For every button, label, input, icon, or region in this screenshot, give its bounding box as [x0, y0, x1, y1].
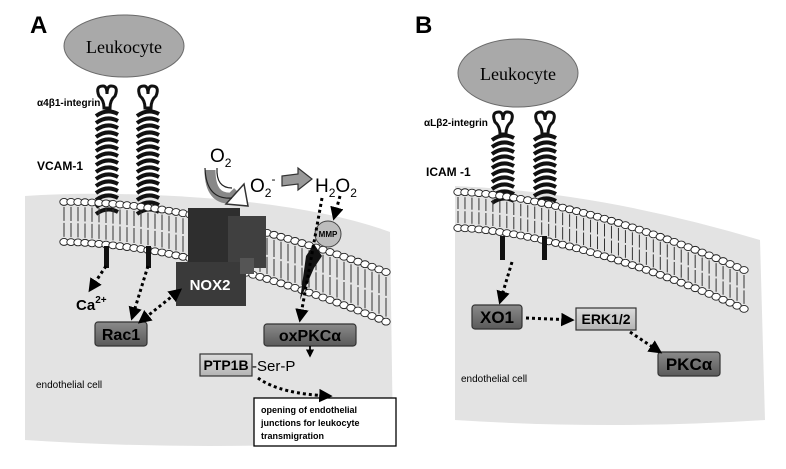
arrow-h2o2-to-mmp [330, 195, 344, 221]
h2o2-label: H2O2 [315, 176, 357, 200]
panel-a-cell-label: endothelial cell [36, 380, 102, 391]
xo1-box [471, 304, 523, 330]
pkc-label: PKCα [666, 355, 713, 374]
panel-b-signal-arrows [496, 261, 663, 354]
panel-b-stem-right [542, 236, 547, 260]
pkc-box [657, 351, 721, 377]
oxpkc-label: oxPKCα [279, 328, 341, 345]
arrow-rac1-nox2 [137, 288, 183, 324]
arrow-erk-to-pkc [629, 330, 663, 354]
panel-a-letter: A [30, 12, 47, 39]
panel-a-integrin-label: α4β1-integrin [37, 98, 100, 109]
panel-b-receptor-label: ICAM -1 [426, 165, 471, 179]
o2-label: O2 [210, 146, 232, 170]
ptp1b-label: PTP1B [203, 357, 248, 373]
outcome-line-3: transmigration [261, 431, 324, 441]
panel-a-receptor-label: VCAM-1 [37, 159, 83, 173]
panel-b-stem-left [500, 236, 505, 260]
panel-a-leukocyte [63, 14, 185, 78]
calcium-label: Ca2+ [76, 295, 107, 314]
membrane-cleaved-protein [300, 244, 322, 300]
panel-a-endothelial-cell [25, 193, 393, 446]
ser-p-label: -Ser-P [252, 358, 295, 375]
panel-b-leukocyte-label: Leukocyte [480, 64, 556, 84]
superoxide-label: O2- [250, 172, 275, 200]
panel-b-integrin-right [534, 110, 556, 136]
rac1-label: Rac1 [102, 327, 140, 344]
panel-a-leukocyte-label: Leukocyte [86, 37, 162, 57]
panel-a-stem-right [146, 246, 151, 268]
arrow-icam-to-xo1 [496, 261, 514, 305]
ptp1b-box [199, 353, 253, 377]
panel-a-integrin-left [96, 84, 118, 110]
panel-b-integrin-label: αLβ2-integrin [424, 118, 488, 129]
erk-box [575, 307, 637, 331]
arrow-xo1-to-erk [525, 312, 575, 327]
panel-b: B Leukocyte αLβ2-integrin ICAM -1 XO1 ER… [415, 12, 765, 425]
outcome-line-1: opening of endothelial [261, 405, 357, 415]
arrow-h2o2-to-oxpkc [295, 197, 324, 323]
panel-b-cell-label: endothelial cell [461, 374, 527, 385]
outcome-box [253, 397, 397, 447]
panel-a-stem-left [104, 246, 109, 268]
outcome-line-2: junctions for leukocyte [260, 418, 360, 428]
arrow-ptp1b-to-outcome [257, 376, 333, 403]
panel-a-vcam-coil-left [94, 109, 119, 216]
superoxide-to-h2o2-arrow [281, 166, 313, 192]
panel-a: A Leukocyte α4β1-integrin VCAM-1 O2 O2- [25, 12, 397, 447]
xo1-label: XO1 [480, 308, 514, 327]
panel-a-vcam-coil-right [135, 109, 160, 216]
mmp-label: MMP [319, 230, 338, 239]
panel-b-letter: B [415, 12, 432, 39]
arrow-vcam-to-calcium [88, 265, 108, 293]
panel-a-signal-arrows [88, 195, 344, 403]
panel-b-icam-coil-right [532, 133, 557, 205]
panel-b-leukocyte [457, 38, 579, 108]
rac1-box [94, 321, 148, 347]
erk-label: ERK1/2 [581, 311, 630, 327]
panel-b-membrane [453, 188, 749, 313]
nox2-complex: NOX2 [176, 208, 266, 306]
panel-b-integrin-left [492, 110, 514, 136]
panel-a-integrin-right [137, 84, 159, 110]
nox2-label: NOX2 [190, 277, 231, 294]
